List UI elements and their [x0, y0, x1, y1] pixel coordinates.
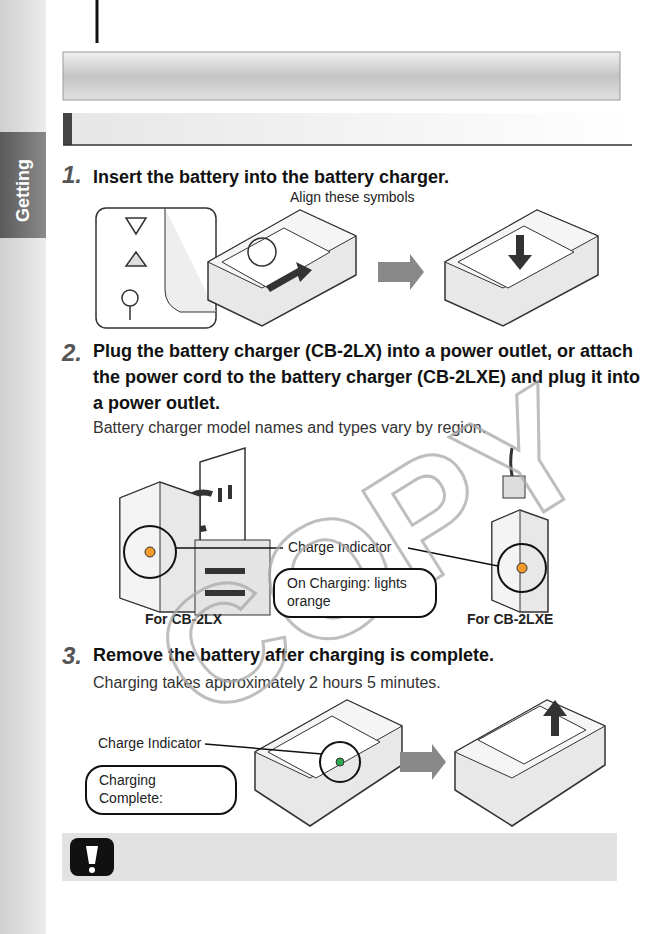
leader-line	[408, 548, 498, 566]
caution-icon	[70, 838, 114, 876]
step-heading: Remove the battery after charging is com…	[93, 642, 641, 668]
page-rule	[96, 0, 99, 43]
leader-line	[176, 547, 283, 549]
subheader-bar	[63, 113, 632, 145]
battery-charger	[208, 210, 356, 326]
symbol-inset	[96, 208, 216, 328]
callout-box: On Charging: lights orange	[273, 568, 437, 618]
callout-box: Charging Complete:	[85, 765, 237, 815]
callout-label: Charge Indicator	[98, 735, 202, 753]
step-number: 2.	[62, 338, 82, 368]
step-number: 1.	[62, 160, 82, 190]
model-label: For CB-2LXE	[467, 611, 553, 629]
step-heading: Insert the battery into the battery char…	[93, 164, 633, 190]
section-tab-label: Getting	[12, 159, 35, 222]
note-text: Charging takes approximately 2 hours 5 m…	[93, 673, 641, 693]
battery-charger	[455, 700, 605, 826]
battery-charger-cb-2lxe	[492, 448, 548, 612]
step-number: 3.	[62, 641, 82, 671]
model-label: For CB-2LX	[145, 611, 222, 629]
subheader-rule	[63, 144, 632, 146]
callout-label: Align these symbols	[290, 189, 415, 207]
sidebar	[0, 0, 46, 934]
callout-text: Charging Complete:	[99, 771, 223, 807]
step-heading: Plug the battery charger (CB-2LX) into a…	[93, 338, 641, 416]
caution-bar	[62, 833, 617, 881]
callout-text: On Charging: lights orange	[287, 574, 423, 610]
step-arrow	[400, 744, 446, 780]
header-bar	[63, 52, 620, 100]
battery-charger	[445, 210, 598, 326]
callout-label: Charge Indicator	[288, 539, 392, 557]
leader-line	[205, 744, 322, 754]
note-text: Battery charger model names and types va…	[93, 418, 641, 438]
step-arrow	[378, 254, 424, 290]
subheader-mark	[63, 113, 72, 145]
section-tab	[0, 132, 46, 238]
battery-charger	[255, 700, 402, 826]
